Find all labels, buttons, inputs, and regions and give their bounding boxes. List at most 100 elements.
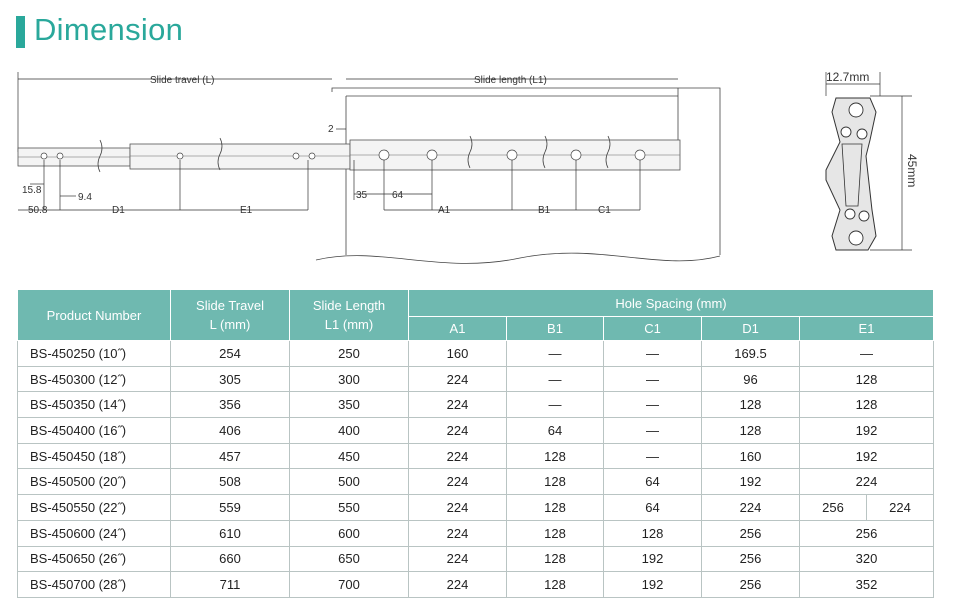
product-number: BS-450500 (20˝) [17,468,171,496]
a1-value: 224 [408,494,507,521]
dim-b1: B1 [538,205,551,216]
d1-value: 128 [701,417,800,444]
slide-travel: 508 [170,468,290,496]
e1-value: 352 [799,571,934,598]
c1-value: 192 [603,545,702,573]
slide-travel: 457 [170,442,290,470]
slide-length: 550 [289,494,409,521]
d1-value: 128 [701,391,800,419]
slide-length-label: Slide length (L1) [474,75,547,86]
e1-split-right: 224 [866,495,933,520]
d1-value: 169.5 [701,340,800,367]
a1-value: 224 [408,468,507,496]
b1-value: — [506,391,604,419]
table-row: BS-450250 (10˝) 254 250 160 — — 169.5 — [17,340,934,367]
e1-value: 128 [799,365,934,393]
table-row: BS-450650 (26˝) 660 650 224 128 192 256 … [17,545,934,573]
slide-travel: 254 [170,340,290,367]
c1-value: 64 [603,468,702,496]
header-slide-travel-line1: Slide Travel [196,298,264,313]
drawing-svg: Slide travel (L) Slide length (L1) [17,70,919,264]
product-number: BS-450550 (22˝) [17,494,171,521]
slide-length: 600 [289,519,409,547]
slide-travel: 559 [170,494,290,521]
table-row: BS-450450 (18˝) 457 450 224 128 — 160 19… [17,442,934,470]
b1-value: 128 [506,545,604,573]
dim-a1: A1 [438,205,451,216]
e1-value: 128 [799,391,934,419]
dim-e1: E1 [240,205,253,216]
a1-value: 160 [408,340,507,367]
page-title: Dimension [34,12,184,47]
a1-value: 224 [408,571,507,598]
slide-travel: 610 [170,519,290,547]
slide-travel-label: Slide travel (L) [150,75,214,86]
header-slide-length: Slide Length L1 (mm) [289,289,409,341]
title-accent-bar [16,16,25,48]
dim-15-8: 15.8 [22,185,42,196]
c1-value: 64 [603,494,702,521]
table-row: BS-450600 (24˝) 610 600 224 128 128 256 … [17,519,934,547]
c1-value: 128 [603,519,702,547]
slide-length: 300 [289,365,409,393]
technical-drawing: Slide travel (L) Slide length (L1) [0,60,953,280]
c1-value: — [603,365,702,393]
header-d1: D1 [701,316,800,341]
slide-length: 650 [289,545,409,573]
dim-2: 2 [328,124,334,135]
spec-table: Product Number Slide Travel L (mm) Slide… [17,289,934,598]
a1-value: 224 [408,391,507,419]
product-number: BS-450450 (18˝) [17,442,171,470]
dim-9-4: 9.4 [78,192,92,203]
product-number: BS-450350 (14˝) [17,391,171,419]
e1-split-cell: 256 224 [799,494,934,521]
e1-split: 256 224 [800,495,933,520]
slide-length: 350 [289,391,409,419]
d1-value: 256 [701,519,800,547]
table-row: BS-450350 (14˝) 356 350 224 — — 128 128 [17,391,934,419]
e1-value: — [799,340,934,367]
dim-d1: D1 [112,205,125,216]
header-slide-length-line1: Slide Length [312,298,386,313]
e1-value: 320 [799,545,934,573]
c1-value: — [603,391,702,419]
b1-value: 128 [506,519,604,547]
a1-value: 224 [408,519,507,547]
slide-length: 700 [289,571,409,598]
b1-value: 64 [506,417,604,444]
c1-value: 192 [603,571,702,598]
table-row: BS-450400 (16˝) 406 400 224 64 — 128 192 [17,417,934,444]
product-number: BS-450650 (26˝) [17,545,171,573]
header-c1: C1 [603,316,702,341]
b1-value: 128 [506,571,604,598]
c1-value: — [603,417,702,444]
b1-value: — [506,340,604,367]
d1-value: 192 [701,468,800,496]
d1-value: 224 [701,494,800,521]
table-row: BS-450550 (22˝) 559 550 224 128 64 224 2… [17,494,934,521]
header-slide-travel-line2: L (mm) [209,317,251,332]
header-slide-length-line2: L1 (mm) [324,317,374,332]
d1-value: 96 [701,365,800,393]
product-number: BS-450250 (10˝) [17,340,171,367]
header-b1: B1 [506,316,604,341]
a1-value: 224 [408,545,507,573]
e1-value: 192 [799,417,934,444]
height-label: 45mm [905,154,919,187]
b1-value: 128 [506,468,604,496]
table-row: BS-450700 (28˝) 711 700 224 128 192 256 … [17,571,934,598]
dim-64: 64 [392,190,404,201]
slide-travel: 660 [170,545,290,573]
d1-value: 256 [701,545,800,573]
dim-c1: C1 [598,205,611,216]
slide-travel: 406 [170,417,290,444]
product-number: BS-450600 (24˝) [17,519,171,547]
d1-value: 256 [701,571,800,598]
header-a1: A1 [408,316,507,341]
header-product-number: Product Number [17,289,171,341]
a1-value: 224 [408,365,507,393]
b1-value: 128 [506,442,604,470]
table-row: BS-450500 (20˝) 508 500 224 128 64 192 2… [17,468,934,496]
product-number: BS-450400 (16˝) [17,417,171,444]
b1-value: 128 [506,494,604,521]
